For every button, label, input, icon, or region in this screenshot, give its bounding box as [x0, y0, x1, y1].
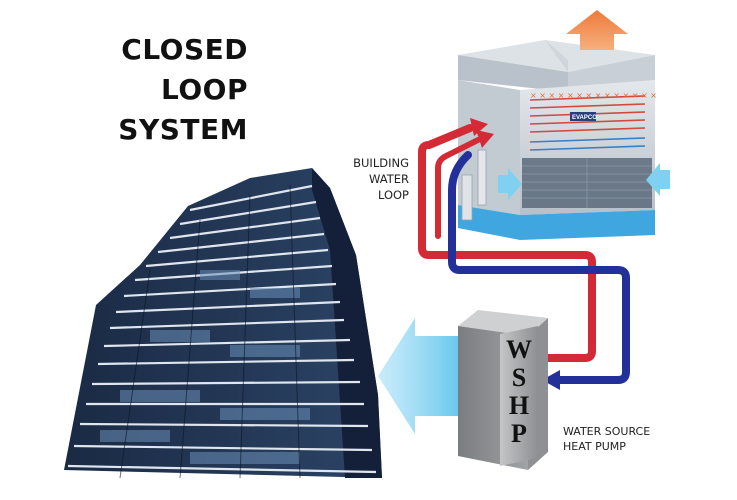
tower-brand-plate — [570, 112, 596, 121]
pump-letter-p: P — [511, 419, 527, 448]
conditioned-air-arrow — [378, 318, 462, 434]
heat-pump-label: WATER SOURCE HEAT PUMP — [563, 424, 650, 454]
supply-pipe — [418, 124, 596, 362]
tower-basin — [458, 205, 655, 240]
building-side — [312, 168, 382, 478]
high-rise-building — [64, 168, 382, 479]
svg-text:× × × × × × × × × × × × × ×: × × × × × × × × × × × × × × — [530, 91, 657, 100]
return-pipe-arrow — [542, 370, 560, 390]
loop-label-line-3: LOOP — [377, 188, 409, 202]
title-line-1: CLOSED — [121, 33, 248, 66]
tower-air-intake-left — [498, 168, 522, 200]
supply-branch-arrow — [476, 130, 494, 148]
cooling-tower: × × × × × × × × × × × × × × EVAPCO — [458, 40, 657, 240]
tower-exhaust-arrow — [566, 10, 628, 50]
pump-label-line-2: HEAT PUMP — [563, 440, 626, 453]
tower-cool-coil — [529, 137, 646, 151]
pump-letter-s: S — [512, 363, 526, 392]
tower-louvers — [522, 158, 652, 208]
loop-label-line-2: WATER — [369, 172, 409, 186]
tower-brand: EVAPCO — [572, 115, 597, 121]
tower-air-intake-right — [646, 163, 670, 196]
building-water-loop-label: BUILDING WATER LOOP — [335, 155, 409, 203]
diagram-title: CLOSED LOOP SYSTEM — [96, 30, 248, 150]
supply-pipe-arrow — [470, 118, 488, 136]
supply-branch-pipe — [435, 137, 481, 239]
title-line-3: SYSTEM — [118, 113, 248, 146]
pump-letter-h: H — [509, 391, 529, 420]
return-pipe — [448, 151, 630, 384]
pump-front — [500, 326, 538, 466]
water-source-heat-pump: W S H P — [458, 310, 548, 470]
title-line-2: LOOP — [161, 73, 248, 106]
pump-label-line-1: WATER SOURCE — [563, 425, 651, 438]
building-mullions — [119, 184, 301, 479]
pump-letter-w: W — [506, 335, 532, 364]
loop-label-line-1: BUILDING — [353, 156, 409, 170]
